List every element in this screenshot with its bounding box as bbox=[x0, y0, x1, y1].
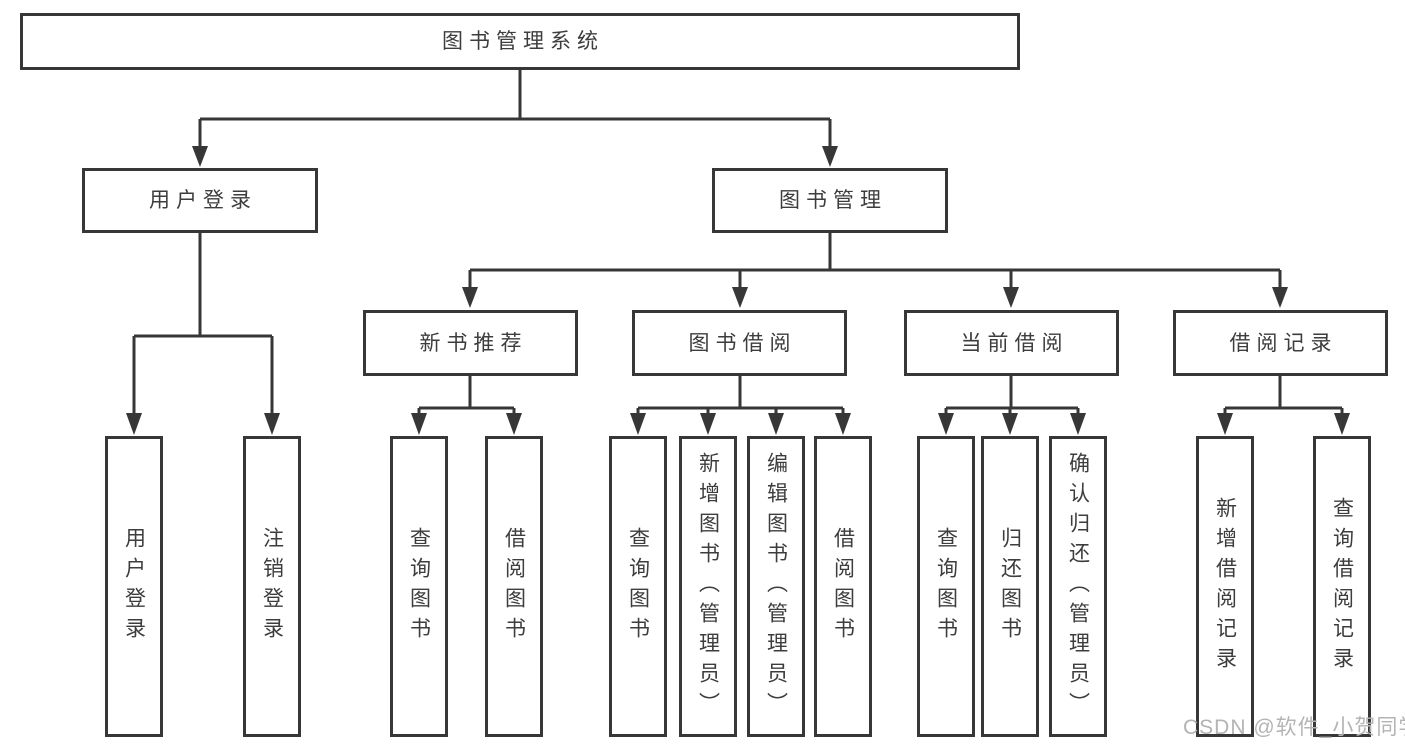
leaf-add-borrow-record: 新增借阅记录 bbox=[1196, 436, 1254, 737]
arrow-down-icon bbox=[411, 413, 427, 435]
arrow-down-icon bbox=[192, 146, 208, 167]
leaf-confirm-return-admin: 确认归还（管理员） bbox=[1049, 436, 1107, 737]
arrow-down-icon bbox=[1272, 287, 1288, 308]
node-label: 图书管理 bbox=[779, 189, 887, 212]
arrow-down-icon bbox=[938, 413, 954, 435]
node-label: 借阅图书 bbox=[831, 526, 855, 647]
arrow-down-icon bbox=[264, 413, 280, 435]
arrow-down-icon bbox=[700, 413, 716, 435]
arrow-down-icon bbox=[835, 413, 851, 435]
connector-root-to-level2 bbox=[192, 70, 838, 167]
arrow-down-icon bbox=[1217, 413, 1233, 435]
connector-book-borrowing-to-leaves bbox=[630, 376, 851, 435]
arrow-down-icon bbox=[1070, 413, 1086, 435]
node-label: 编辑图书（管理员） bbox=[764, 451, 788, 722]
node-label: 注销登录 bbox=[260, 526, 284, 647]
node-label: 新增借阅记录 bbox=[1213, 496, 1237, 677]
node-label: 图书管理系统 bbox=[442, 30, 604, 53]
connector-borrowing-records-to-leaves bbox=[1217, 376, 1350, 435]
node-user-login: 用户登录 bbox=[82, 168, 318, 233]
arrow-down-icon bbox=[126, 413, 142, 435]
node-label: 确认归还（管理员） bbox=[1066, 451, 1090, 722]
node-label: 查询图书 bbox=[934, 526, 958, 647]
node-label: 用户登录 bbox=[149, 189, 257, 212]
node-label: 查询借阅记录 bbox=[1330, 496, 1354, 677]
node-label: 图书借阅 bbox=[688, 331, 797, 355]
arrow-down-icon bbox=[506, 413, 522, 435]
leaf-query-books-recommend: 查询图书 bbox=[390, 436, 448, 737]
leaf-return-books: 归还图书 bbox=[981, 436, 1039, 737]
connector-new-book-recommend-to-leaves bbox=[411, 376, 522, 435]
leaf-logout-login: 注销登录 bbox=[243, 436, 301, 737]
arrow-down-icon bbox=[630, 413, 646, 435]
arrow-down-icon bbox=[768, 413, 784, 435]
node-label: 新增图书（管理员） bbox=[696, 451, 720, 722]
node-new-book-recommend: 新书推荐 bbox=[363, 310, 578, 376]
arrow-down-icon bbox=[822, 146, 838, 167]
node-label: 借阅记录 bbox=[1229, 331, 1338, 355]
node-label: 新书推荐 bbox=[419, 331, 528, 355]
node-label: 查询图书 bbox=[626, 526, 650, 647]
connector-book-management-to-level3 bbox=[462, 233, 1288, 308]
node-current-borrowing: 当前借阅 bbox=[904, 310, 1119, 376]
arrow-down-icon bbox=[1334, 413, 1350, 435]
connector-current-borrowing-to-leaves bbox=[938, 376, 1086, 435]
leaf-borrow-books-borrowing: 借阅图书 bbox=[814, 436, 872, 737]
node-label: 用户登录 bbox=[122, 526, 146, 647]
node-label: 当前借阅 bbox=[960, 331, 1069, 355]
leaf-edit-books-admin: 编辑图书（管理员） bbox=[747, 436, 805, 737]
arrow-down-icon bbox=[732, 287, 748, 308]
watermark: CSDN @软件_小贺同学 bbox=[1183, 716, 1405, 739]
leaf-query-borrow-record: 查询借阅记录 bbox=[1313, 436, 1371, 737]
node-label: 借阅图书 bbox=[502, 526, 526, 647]
arrow-down-icon bbox=[462, 287, 478, 308]
node-borrowing-records: 借阅记录 bbox=[1173, 310, 1388, 376]
arrow-down-icon bbox=[1002, 413, 1018, 435]
leaf-add-books-admin: 新增图书（管理员） bbox=[679, 436, 737, 737]
leaf-borrow-books-recommend: 借阅图书 bbox=[485, 436, 543, 737]
node-book-management: 图书管理 bbox=[712, 168, 948, 233]
arrow-down-icon bbox=[1003, 287, 1019, 308]
leaf-query-books-current: 查询图书 bbox=[917, 436, 975, 737]
node-book-borrowing: 图书借阅 bbox=[632, 310, 847, 376]
node-label: 归还图书 bbox=[998, 526, 1022, 647]
leaf-user-login: 用户登录 bbox=[105, 436, 163, 737]
node-label: 查询图书 bbox=[407, 526, 431, 647]
node-library-management-system: 图书管理系统 bbox=[20, 13, 1020, 70]
connector-user-login-to-leaves bbox=[126, 233, 280, 435]
leaf-query-books-borrowing: 查询图书 bbox=[609, 436, 667, 737]
